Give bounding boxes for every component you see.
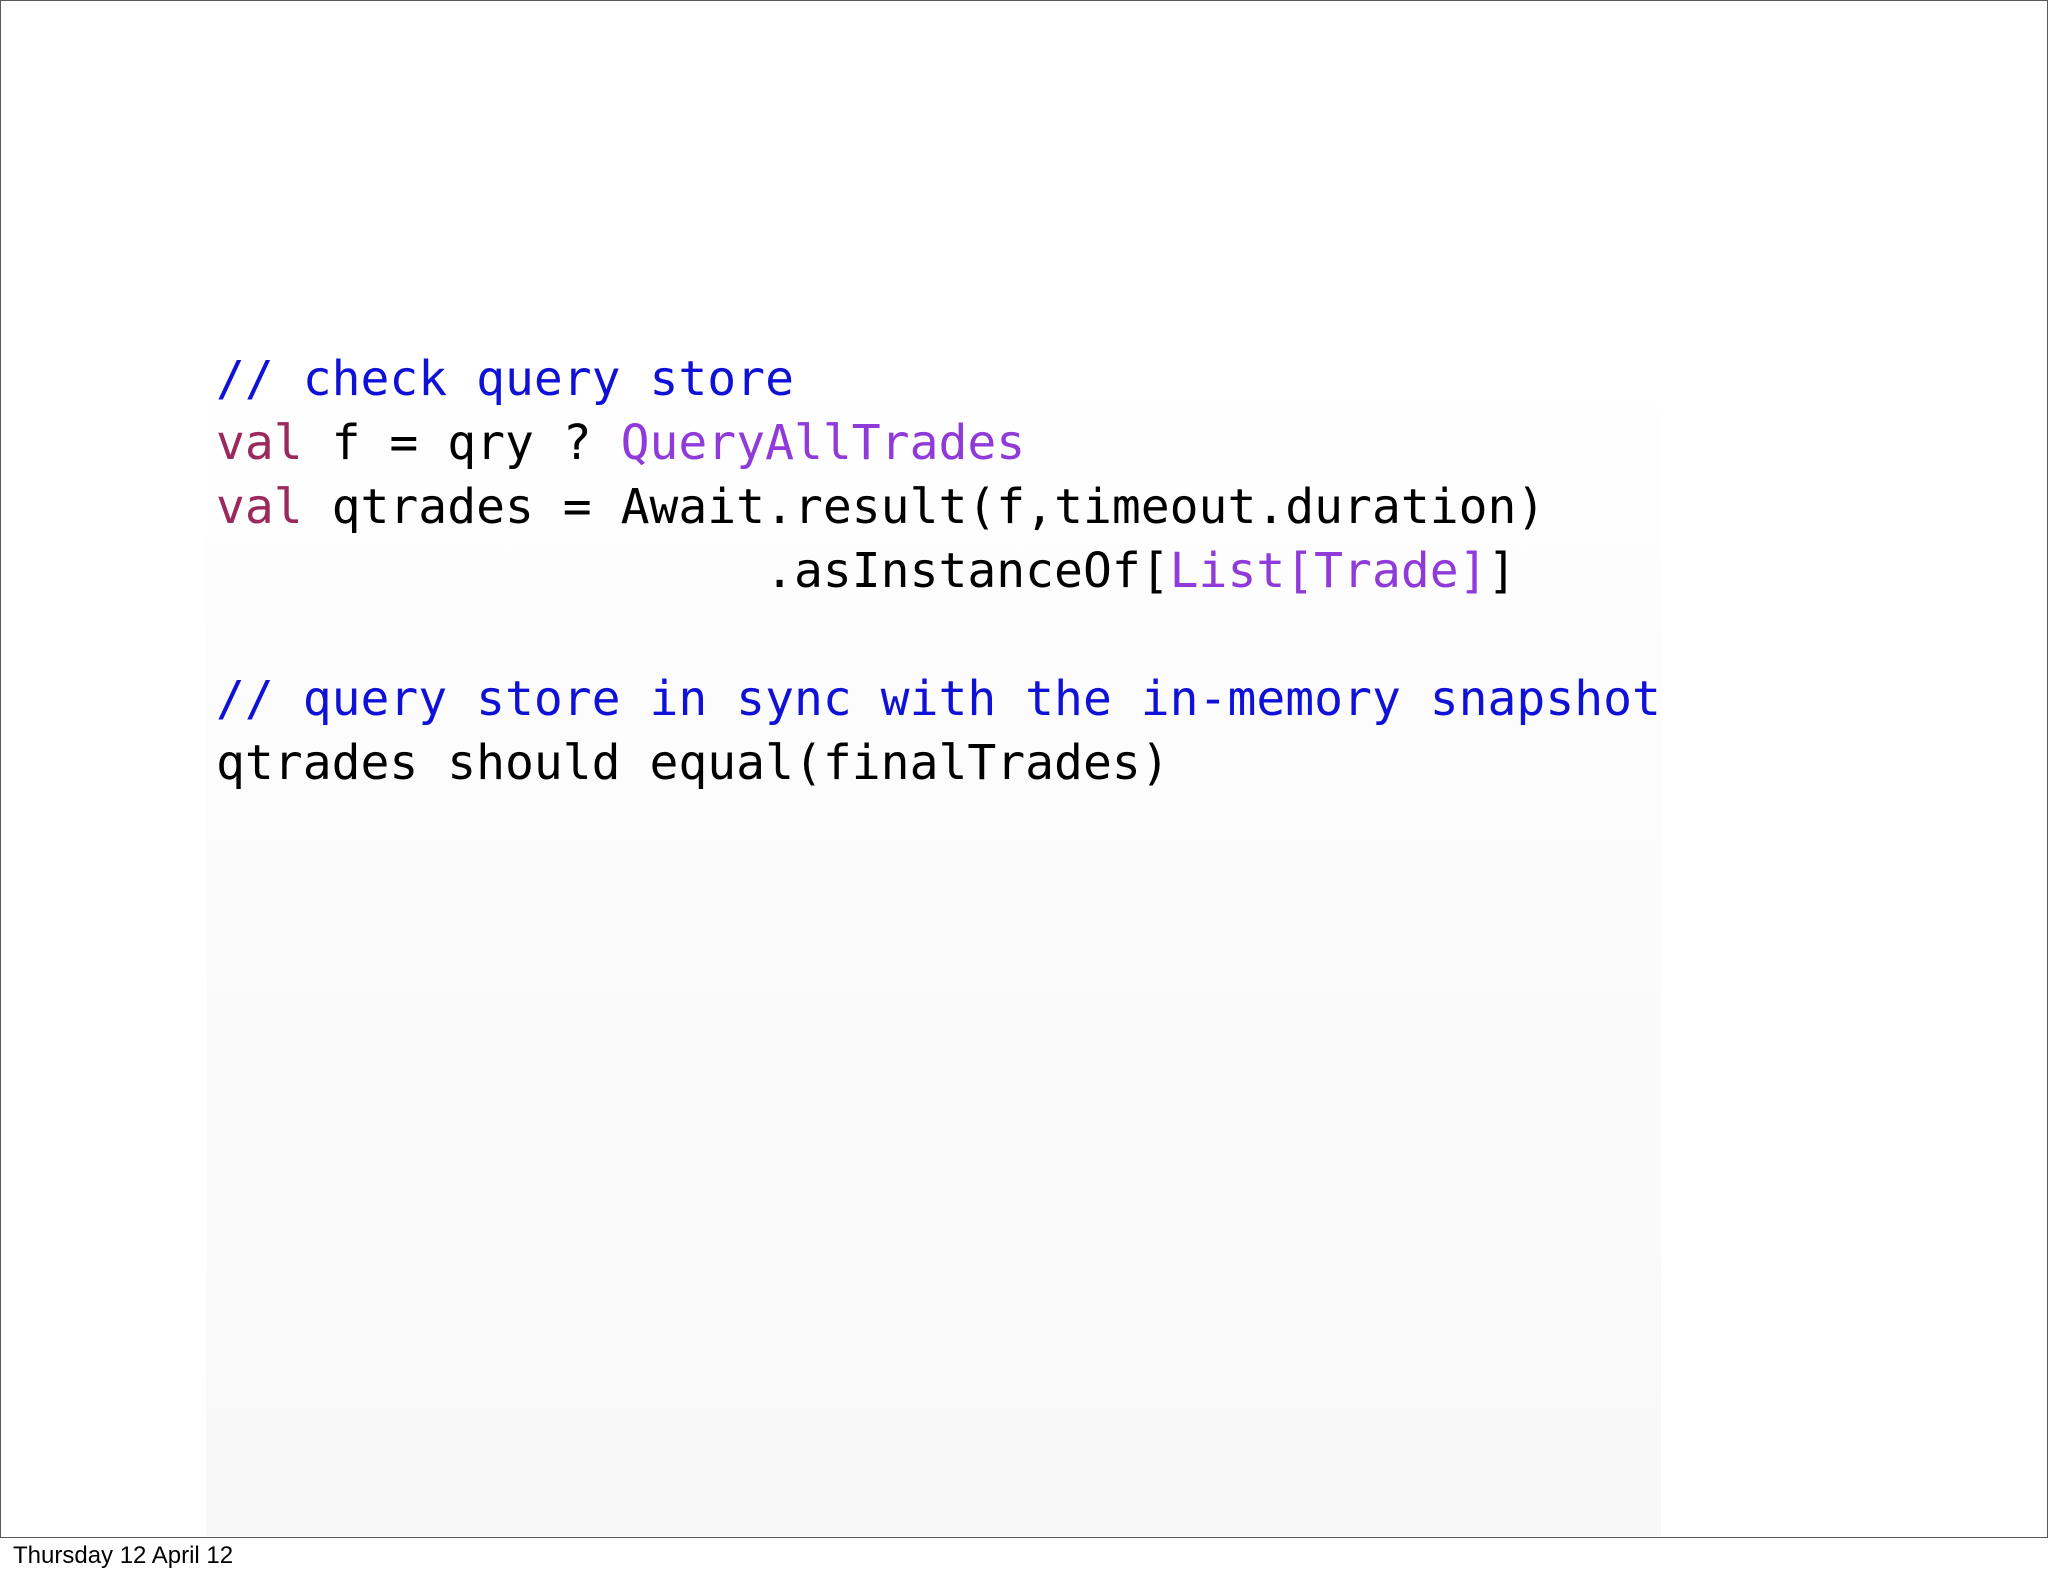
code-type: List[Trade] xyxy=(1169,543,1488,599)
code-line-comment-check-query-store: // check query store xyxy=(216,347,1661,411)
code-line-await-result: val qtrades = Await.result(f,timeout.dur… xyxy=(216,475,1661,539)
code-comment: // query store in sync with the in-memor… xyxy=(216,671,1661,727)
code-type: QueryAllTrades xyxy=(620,415,1026,471)
code-keyword: val xyxy=(216,479,303,535)
code-comment: // check query store xyxy=(216,351,794,407)
code-text: f = qry ? xyxy=(302,415,621,471)
code-text: ] xyxy=(1487,543,1517,599)
code-line-comment-sync: // query store in sync with the in-memor… xyxy=(216,667,1661,731)
code-line-as-instance-of: .asInstanceOf[List[Trade]] xyxy=(216,539,1661,603)
code-line-query-call: val f = qry ? QueryAllTrades xyxy=(216,411,1661,475)
code-text: qtrades should equal(finalTrades) xyxy=(216,735,1170,791)
code-blank-line xyxy=(216,603,1661,667)
slide-date-footer: Thursday 12 April 12 xyxy=(13,1542,234,1569)
code-keyword: val xyxy=(216,415,303,471)
code-text: qtrades = Await.result(f,timeout.duratio… xyxy=(302,479,1546,535)
code-line-assertion: qtrades should equal(finalTrades) xyxy=(216,731,1661,795)
code-text: .asInstanceOf[ xyxy=(216,543,1170,599)
code-background-panel xyxy=(206,356,1661,1536)
